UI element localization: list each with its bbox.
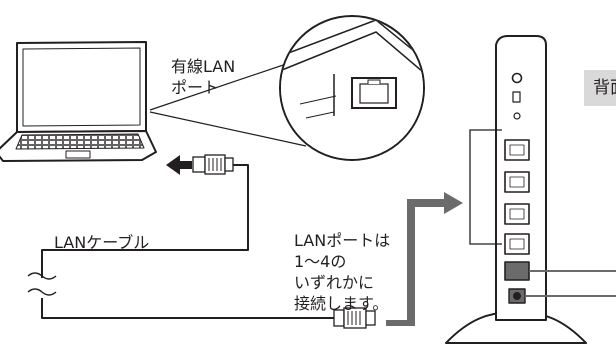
laptop-keyboard — [15, 133, 145, 150]
router-switch — [512, 91, 521, 103]
lan-cable — [27, 164, 348, 319]
back-badge — [584, 70, 616, 106]
back-label: 背面 — [593, 78, 616, 98]
note-line-3: いずれかに — [294, 273, 375, 292]
note-line-4: 接続します。 — [294, 294, 389, 313]
port-label-line-2: ポート — [171, 78, 220, 97]
lan-plug-icon — [192, 154, 234, 175]
port-magnifier — [279, 15, 425, 161]
note-label: LANポートは 1～4の いずれかに 接続します。 — [294, 230, 390, 314]
laptop-screen-inner — [22, 47, 141, 127]
note-line-1: LANポートは — [294, 231, 391, 250]
laptop-icon — [0, 41, 157, 162]
arrow-left-icon — [166, 155, 192, 175]
port-label-line-1: 有線LAN — [171, 57, 236, 76]
port-label: 有線LAN ポート — [171, 56, 235, 98]
router-power-led — [511, 72, 523, 84]
arrow-right-icon — [386, 192, 463, 326]
lan-ports-bracket — [469, 129, 502, 245]
cable-break-mark — [27, 272, 57, 296]
laptop-touchpad — [65, 150, 91, 159]
wan-port — [504, 261, 530, 281]
lan-plug-icon — [333, 307, 376, 329]
note-line-2: 1～4の — [294, 252, 347, 271]
zoom-wedge — [149, 59, 307, 147]
cable-label: LANケーブル — [54, 233, 150, 252]
router-icon — [445, 35, 587, 344]
